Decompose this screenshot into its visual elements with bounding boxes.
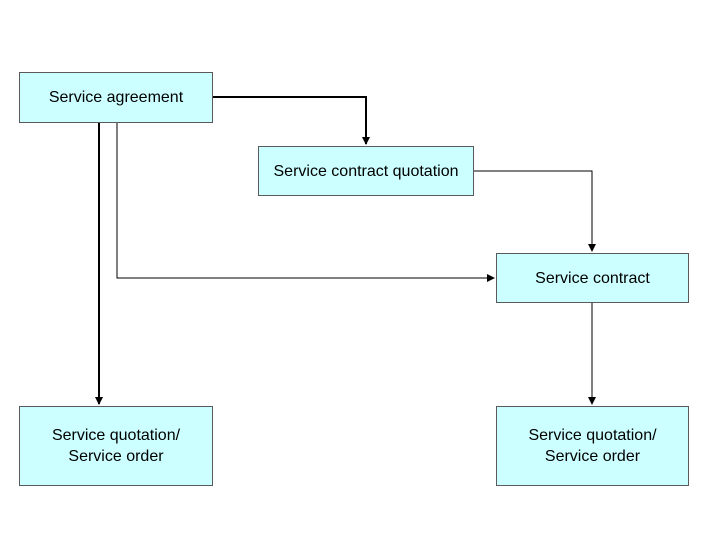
connector-agreement-to-quotation — [213, 96, 370, 145]
service-contract-label: Service contract — [535, 269, 650, 287]
service-contract-node: Service contract — [496, 253, 689, 303]
service-contract-quotation-node: Service contract quotation — [258, 146, 474, 196]
service-order-left-line1: Service quotation/ — [51, 427, 181, 444]
service-contract-quotation-label: Service contract quotation — [273, 162, 459, 180]
service-order-right-node: Service quotation/ Service order — [496, 406, 689, 486]
service-order-right-line1: Service quotation/ — [528, 427, 657, 444]
service-agreement-node: Service agreement — [19, 72, 213, 123]
connector-quotation-to-contract — [474, 170, 596, 252]
connector-agreement-to-contract — [116, 123, 495, 282]
service-agreement-label: Service agreement — [48, 89, 184, 106]
service-order-left-line2: Service order — [68, 448, 164, 465]
service-order-right-line2: Service order — [544, 448, 641, 465]
service-order-left-node: Service quotation/ Service order — [19, 406, 213, 486]
